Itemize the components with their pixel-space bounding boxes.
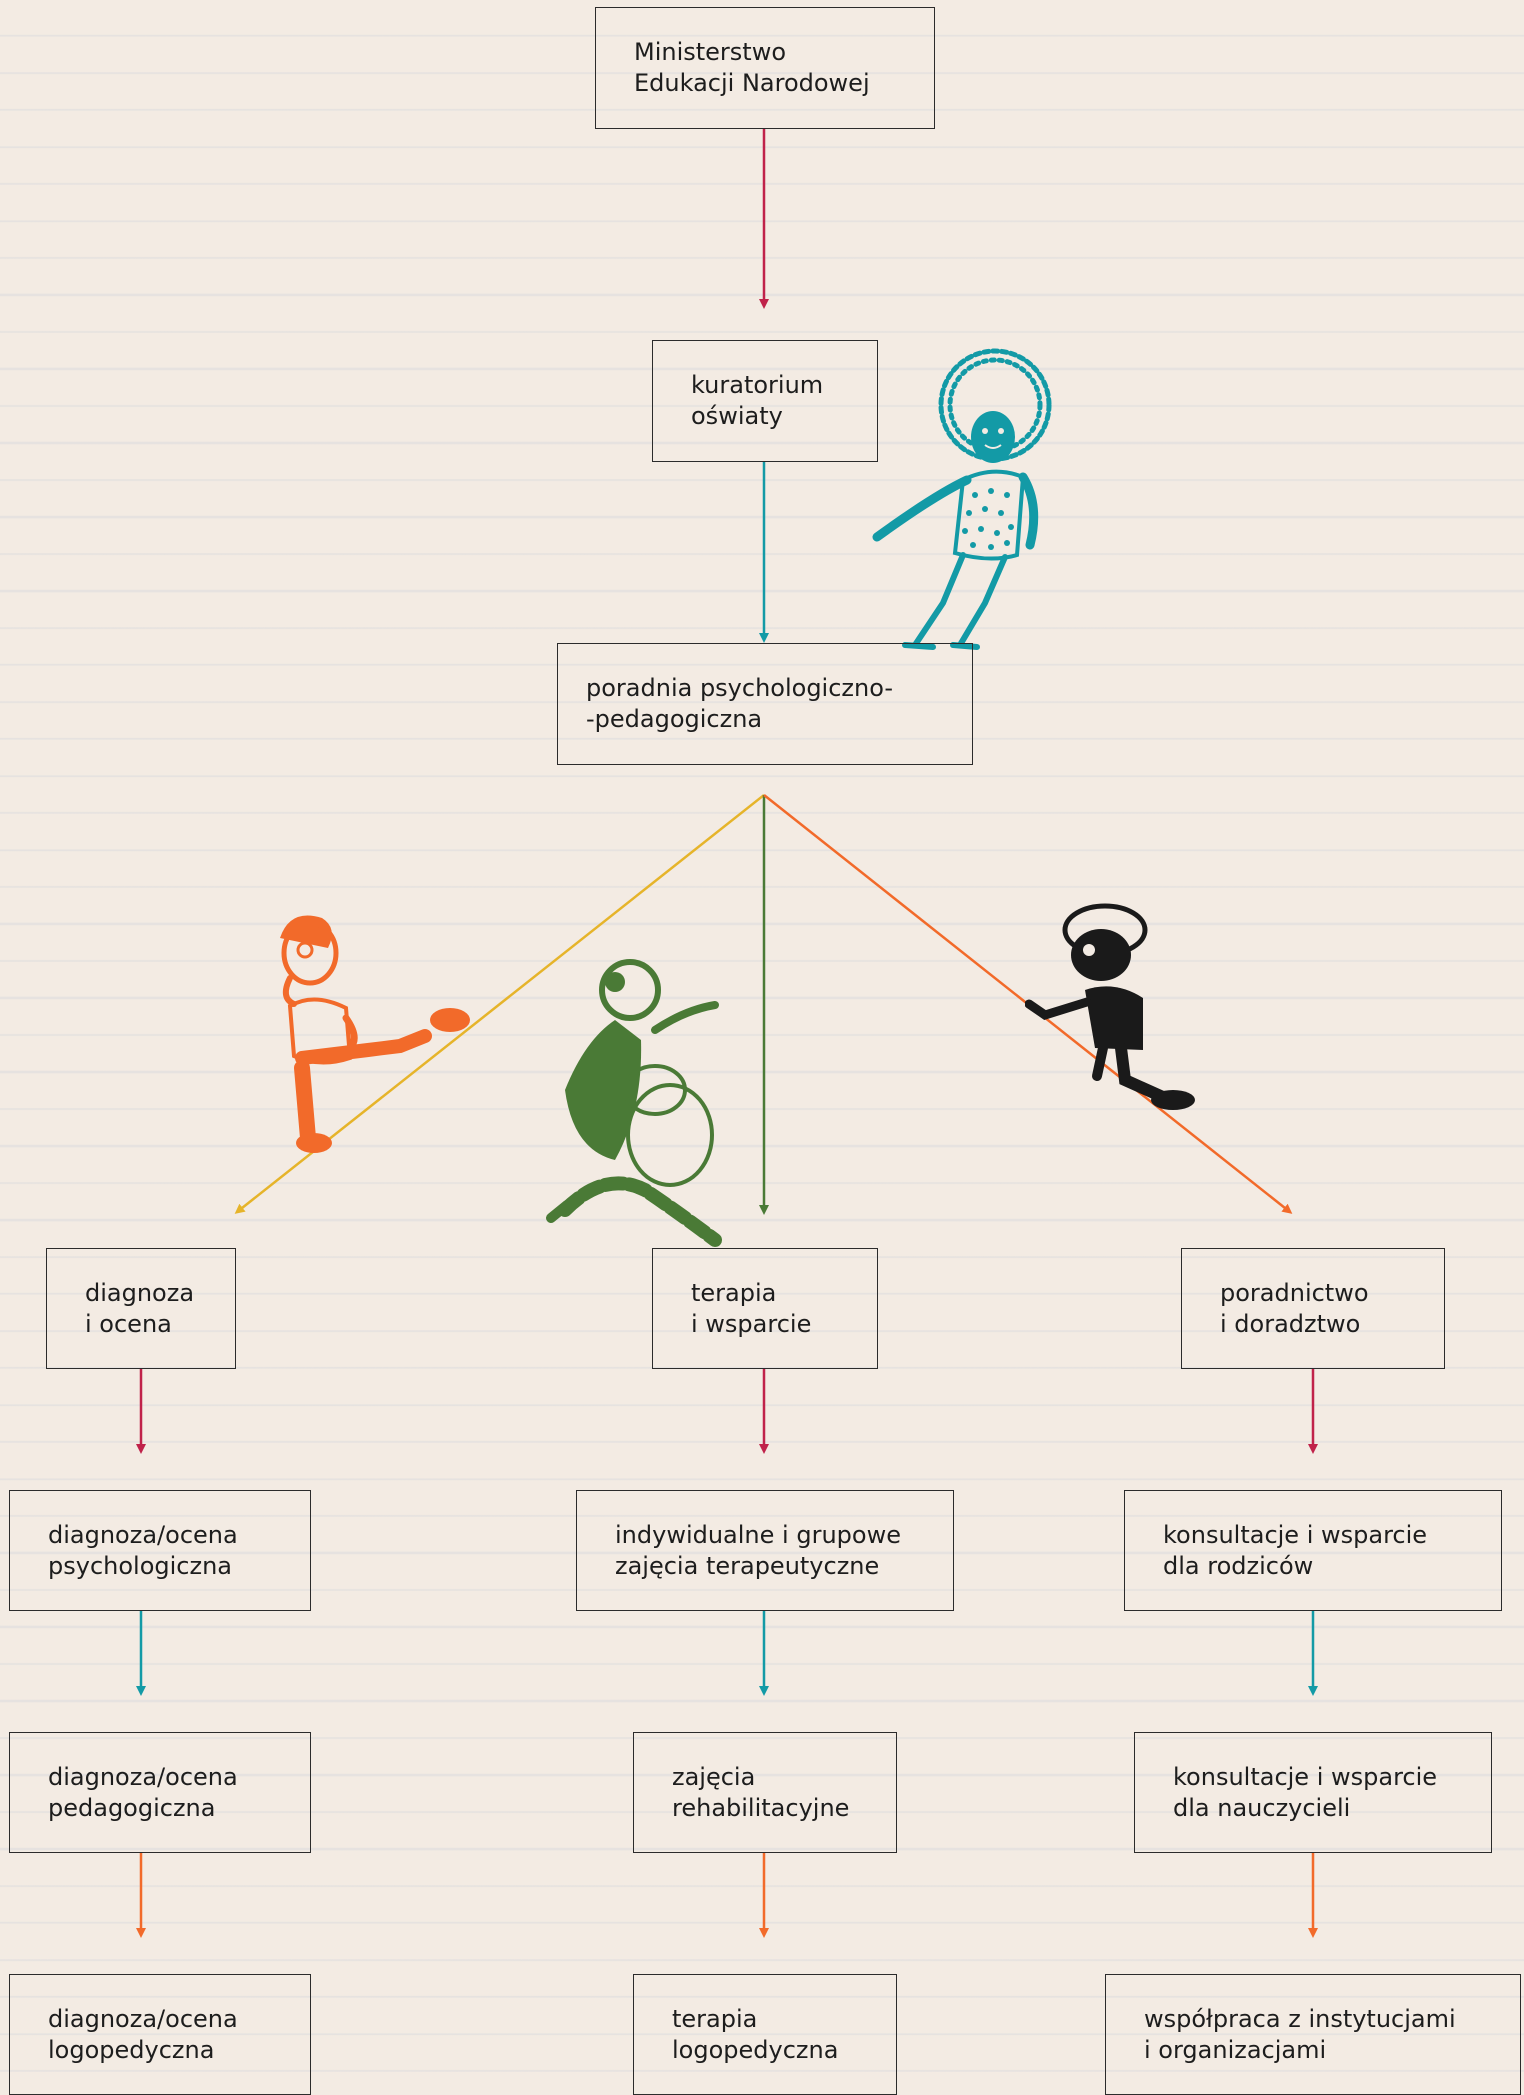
node-konsult-naucz: konsultacje i wsparcie dla nauczycieli bbox=[1134, 1732, 1492, 1853]
node-poradnia: poradnia psychologiczno- -pedagogiczna bbox=[557, 643, 973, 765]
node-label: współpraca z instytucjami i organizacjam… bbox=[1144, 2004, 1456, 2064]
node-label: terapia logopedyczna bbox=[672, 2004, 839, 2064]
child-carrying-child-illustration bbox=[546, 959, 722, 1247]
node-label: poradnictwo i doradztwo bbox=[1220, 1278, 1369, 1338]
node-label: kuratorium oświaty bbox=[691, 371, 824, 430]
node-label: konsultacje i wsparcie dla rodziców bbox=[1163, 1520, 1428, 1580]
node-diag-logo: diagnoza/ocena logopedyczna bbox=[9, 1974, 311, 2095]
node-ministry: Ministerstwo Edukacji Narodowej bbox=[595, 7, 935, 129]
boy-with-cap-illustration bbox=[1025, 903, 1195, 1110]
node-zajecia-reh: zajęcia rehabilitacyjne bbox=[633, 1732, 897, 1853]
node-label: diagnoza/ocena pedagogiczna bbox=[48, 1762, 238, 1822]
node-diagnoza: diagnoza i ocena bbox=[46, 1248, 236, 1369]
node-label: indywidualne i grupowe zajęcia terapeuty… bbox=[615, 1520, 901, 1580]
node-zajecia-ter: indywidualne i grupowe zajęcia terapeuty… bbox=[576, 1490, 954, 1611]
node-diag-ped: diagnoza/ocena pedagogiczna bbox=[9, 1732, 311, 1853]
node-diag-psych: diagnoza/ocena psychologiczna bbox=[9, 1490, 311, 1611]
node-kuratorium: kuratorium oświaty bbox=[652, 340, 878, 462]
node-label: diagnoza i ocena bbox=[85, 1278, 195, 1338]
node-label: terapia i wsparcie bbox=[691, 1278, 812, 1338]
node-terapia-logo: terapia logopedyczna bbox=[633, 1974, 897, 2095]
girl-curly-hair-illustration bbox=[872, 348, 1052, 650]
node-label: diagnoza/ocena logopedyczna bbox=[48, 2004, 238, 2064]
node-konsult-rodzice: konsultacje i wsparcie dla rodziców bbox=[1124, 1490, 1502, 1611]
node-label: poradnia psychologiczno- -pedagogiczna bbox=[586, 674, 894, 733]
node-label: Ministerstwo Edukacji Narodowej bbox=[634, 38, 870, 97]
boy-kicking-illustration bbox=[280, 915, 470, 1153]
node-label: konsultacje i wsparcie dla nauczycieli bbox=[1173, 1762, 1438, 1822]
node-wspolpraca: współpraca z instytucjami i organizacjam… bbox=[1105, 1974, 1521, 2095]
node-poradnictwo: poradnictwo i doradztwo bbox=[1181, 1248, 1445, 1369]
node-label: diagnoza/ocena psychologiczna bbox=[48, 1520, 238, 1580]
node-terapia: terapia i wsparcie bbox=[652, 1248, 878, 1369]
node-label: zajęcia rehabilitacyjne bbox=[672, 1762, 850, 1822]
